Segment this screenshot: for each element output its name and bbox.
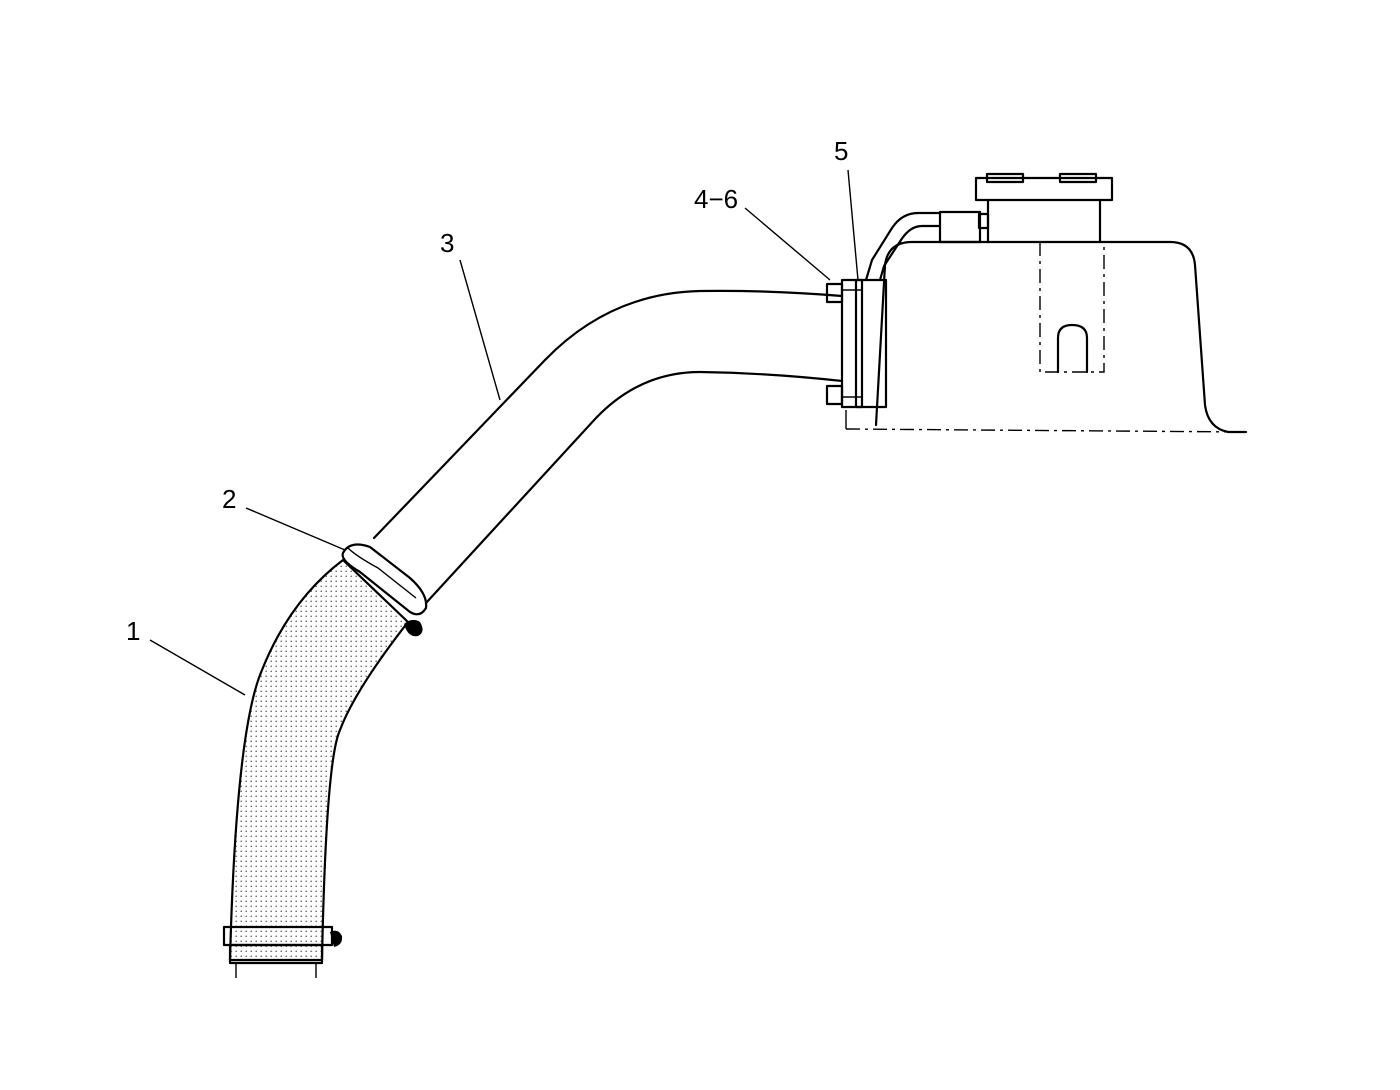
rigid-pipe — [372, 289, 844, 605]
rubber-hose — [228, 558, 410, 962]
leader-4-6 — [744, 207, 831, 281]
callout-4-6: 4−6 — [694, 184, 738, 214]
callout-3: 3 — [440, 228, 454, 258]
flange-assembly — [825, 278, 888, 409]
callout-2: 2 — [222, 484, 236, 514]
leader-2 — [245, 507, 346, 551]
leader-3 — [459, 259, 501, 401]
filler-cap — [974, 172, 1114, 244]
callout-5: 5 — [834, 136, 848, 166]
tank-housing — [845, 240, 1248, 434]
leader-1 — [149, 639, 246, 696]
vent-line — [864, 210, 990, 282]
hose-clamp-lower — [222, 925, 343, 978]
leader-5 — [847, 169, 859, 281]
callout-1: 1 — [126, 616, 140, 646]
leader-lines — [149, 169, 859, 696]
hose-clamp-upper — [341, 543, 428, 637]
